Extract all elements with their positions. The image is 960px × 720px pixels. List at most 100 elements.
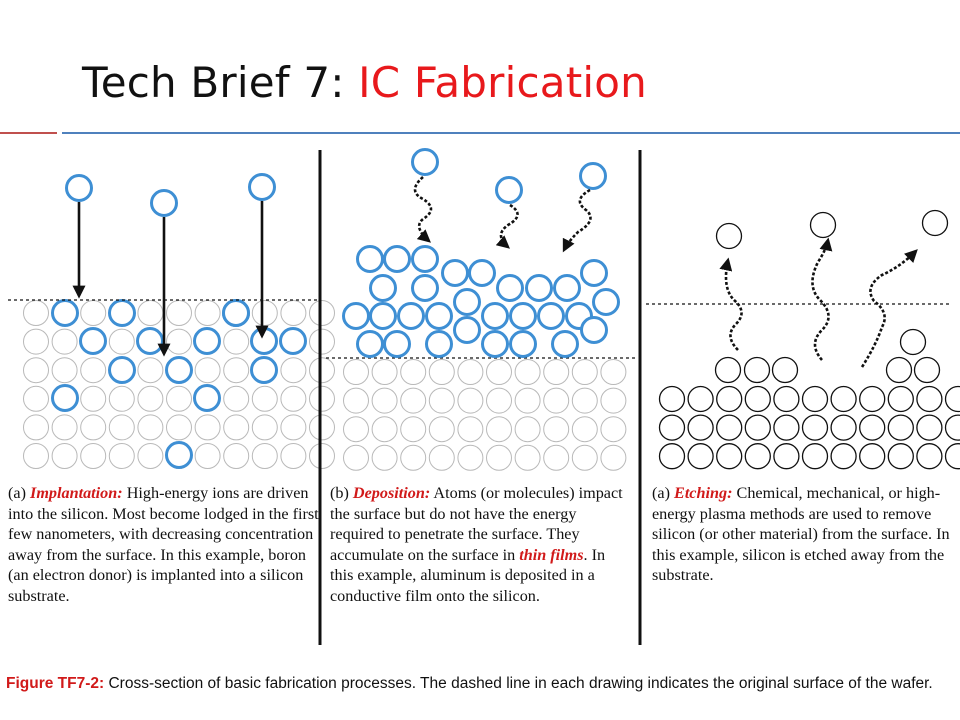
silicon-atom <box>744 443 771 470</box>
silicon-atom <box>743 356 771 384</box>
deposition-path-arrow <box>413 176 433 243</box>
caption-term: Implantation: <box>30 484 123 502</box>
silicon-atom <box>280 357 307 384</box>
silicon-atom <box>600 387 627 414</box>
silicon-atom <box>23 328 49 355</box>
ion-atom <box>411 148 439 176</box>
ion-atom <box>411 245 439 273</box>
silicon-atom <box>23 385 49 412</box>
silicon-atom <box>309 443 335 469</box>
ion-atom <box>279 327 307 355</box>
silicon-atom <box>23 357 49 384</box>
figure-number: Figure TF7-2: <box>6 675 105 692</box>
etch-path-arrow <box>811 237 833 361</box>
silicon-atom <box>887 414 914 441</box>
silicon-atom <box>280 443 307 469</box>
ion-atom <box>441 259 469 287</box>
caption-label: (b) <box>330 484 349 502</box>
fabrication-diagram <box>8 148 960 645</box>
ion-atom <box>495 176 523 204</box>
ion-atom <box>250 356 278 384</box>
ion-atom <box>369 274 397 302</box>
silicon-atom <box>194 300 221 326</box>
silicon-atom <box>51 443 78 469</box>
etch-path-arrow <box>860 249 918 368</box>
silicon-atom <box>280 414 307 441</box>
silicon-atom <box>400 416 427 443</box>
ion-atom <box>165 441 193 469</box>
ion-atom <box>165 356 193 384</box>
silicon-atom <box>223 414 250 441</box>
silicon-atom <box>166 300 192 326</box>
silicon-atom <box>428 416 455 443</box>
silicon-atom <box>885 356 913 384</box>
silicon-atom <box>809 211 837 239</box>
silicon-atom <box>543 359 570 385</box>
silicon-atom <box>716 385 743 413</box>
silicon-atom <box>23 414 49 441</box>
silicon-atom <box>859 414 886 441</box>
silicon-atom <box>80 443 107 469</box>
silicon-atom <box>514 359 541 385</box>
implantation-drawing <box>8 173 335 469</box>
caption-text-tail: . In this example, aluminum is deposited… <box>330 545 606 605</box>
silicon-atom <box>944 414 960 441</box>
silicon-atom <box>251 300 278 326</box>
ion-atom <box>509 330 537 358</box>
silicon-atom <box>744 385 771 413</box>
silicon-atom <box>137 414 164 441</box>
ion-atom <box>150 189 178 217</box>
ion-atom <box>51 299 79 327</box>
silicon-atom <box>486 359 512 385</box>
silicon-atom <box>543 444 570 471</box>
silicon-atom <box>916 414 943 441</box>
silicon-atom <box>859 385 886 413</box>
silicon-atom <box>457 387 484 414</box>
ion-atom <box>481 330 509 358</box>
title-rule-right <box>62 132 960 134</box>
silicon-atom <box>371 416 398 443</box>
ion-atom <box>136 327 164 355</box>
silicon-atom <box>80 300 107 326</box>
silicon-atom <box>744 414 771 441</box>
silicon-atom <box>371 387 398 414</box>
figure-caption-text: Cross-section of basic fabrication proce… <box>108 675 933 692</box>
silicon-atom <box>343 444 369 471</box>
title-accent: IC Fabrication <box>358 58 647 107</box>
silicon-atom <box>571 416 598 443</box>
silicon-atom <box>921 209 949 237</box>
ion-atom <box>496 274 524 302</box>
silicon-atom <box>166 328 192 355</box>
deposition-path-arrow <box>562 188 592 253</box>
ion-atom <box>453 316 481 344</box>
ion-atom <box>250 327 278 355</box>
silicon-atom <box>600 444 627 471</box>
silicon-atom <box>801 385 829 413</box>
silicon-atom <box>773 443 800 470</box>
ion-atom <box>108 299 136 327</box>
silicon-atom <box>944 385 960 413</box>
ion-atom <box>481 302 509 330</box>
caption-label: (a) <box>8 484 26 502</box>
silicon-atom <box>309 385 335 412</box>
silicon-atom <box>687 443 714 470</box>
silicon-atom <box>309 414 335 441</box>
silicon-atom <box>108 385 135 412</box>
silicon-atom <box>687 385 714 413</box>
ion-atom <box>383 245 411 273</box>
silicon-atom <box>400 387 427 414</box>
silicon-atom <box>166 385 192 412</box>
silicon-atom <box>716 443 743 470</box>
silicon-atom <box>600 416 627 443</box>
silicon-atom <box>486 416 512 443</box>
silicon-atom <box>571 387 598 414</box>
etch-path-arrow <box>719 257 743 351</box>
caption-term: Etching: <box>674 484 733 502</box>
silicon-atom <box>137 357 164 384</box>
ion-atom <box>580 316 608 344</box>
ion-atom <box>397 302 425 330</box>
silicon-atom <box>51 414 78 441</box>
silicon-atom <box>830 385 857 413</box>
caption-emph: thin films <box>519 545 584 564</box>
ion-atom <box>65 174 93 202</box>
